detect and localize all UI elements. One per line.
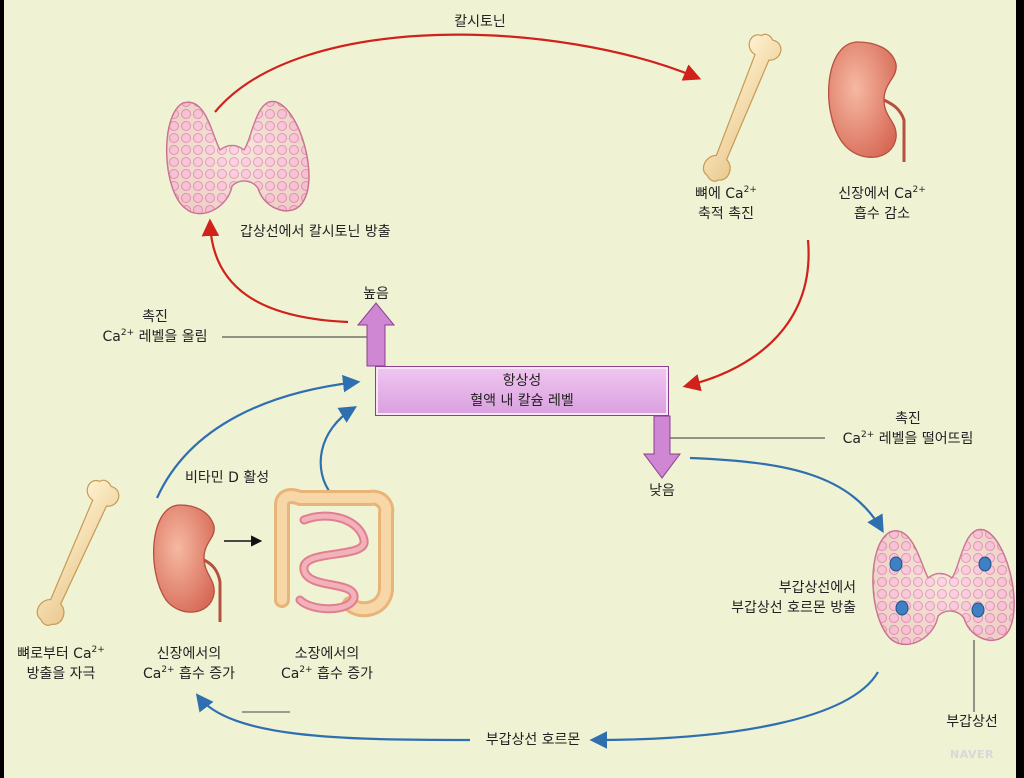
- thyroid-release-label: 갑상선에서 칼시토닌 방출: [240, 224, 391, 240]
- pth-arrow: [589, 671, 879, 749]
- parathyroid-label: 부갑상선: [946, 714, 998, 730]
- kidney-icon: [152, 504, 222, 622]
- intestine-increase-label: 소장에서의 Ca2+ 흡수 증가: [280, 646, 374, 682]
- diagram-panel: 항상성 혈액 내 칼슘 레벨 칼시토닌 갑상선에서 칼시토닌 방출 뼈에 Ca2…: [4, 0, 1016, 778]
- low-level-arrow: [643, 415, 681, 479]
- high-level-label: 높음: [363, 286, 389, 302]
- bone-icon: [702, 33, 782, 182]
- bone-icon: [36, 479, 120, 626]
- thyroid-gland-icon: [166, 100, 310, 215]
- vitamin-d-label: 비타민 D 활성: [185, 470, 270, 486]
- parathyroid-gland-icon: [872, 528, 1015, 646]
- kidney-increase-label: 신장에서의 Ca2+ 흡수 증가: [142, 646, 236, 682]
- calcitonin-label: 칼시토닌: [454, 14, 506, 30]
- pth-label: 부갑상선 호르몬: [485, 732, 581, 748]
- homeostasis-subtitle: 혈액 내 칼슘 레벨: [470, 393, 574, 409]
- low-arrow-to-parathyroid: [689, 456, 884, 534]
- stimulus-raise-label: 촉진 Ca2+ 레벨을 올림: [102, 309, 208, 345]
- parathyroid-release-label: 부갑상선에서 부갑상선 호르몬 방출: [731, 580, 856, 616]
- kidney-icon: [827, 41, 906, 162]
- homeostasis-title: 항상성: [502, 373, 542, 389]
- calcitonin-arrow: [214, 33, 702, 113]
- bone-release-label: 뼈로부터 Ca2+ 방출을 자극: [17, 645, 105, 683]
- small-intestine-icon: [274, 488, 395, 618]
- bone-kidney-arrow-up: [155, 374, 361, 499]
- intestine-arrow-up: [319, 406, 358, 496]
- low-level-label: 낮음: [649, 483, 675, 499]
- homeostasis-box: 항상성 혈액 내 칼슘 레벨: [375, 366, 669, 416]
- stimulus-lower-label: 촉진 Ca2+ 레벨을 떨어뜨림: [842, 411, 974, 447]
- kidney-decrease-label: 신장에서 Ca2+ 흡수 감소: [838, 185, 926, 223]
- naver-watermark: NAVER: [950, 748, 994, 761]
- diagram-artwork: [36, 33, 1015, 749]
- pth-arrow-to-kidney: [195, 693, 471, 742]
- high-level-arrow: [356, 302, 396, 367]
- return-arrow-from-kidney: [682, 239, 810, 392]
- raise-arrow-to-thyroid: [201, 218, 349, 324]
- bone-uptake-label: 뼈에 Ca2+ 축적 촉진: [695, 185, 757, 223]
